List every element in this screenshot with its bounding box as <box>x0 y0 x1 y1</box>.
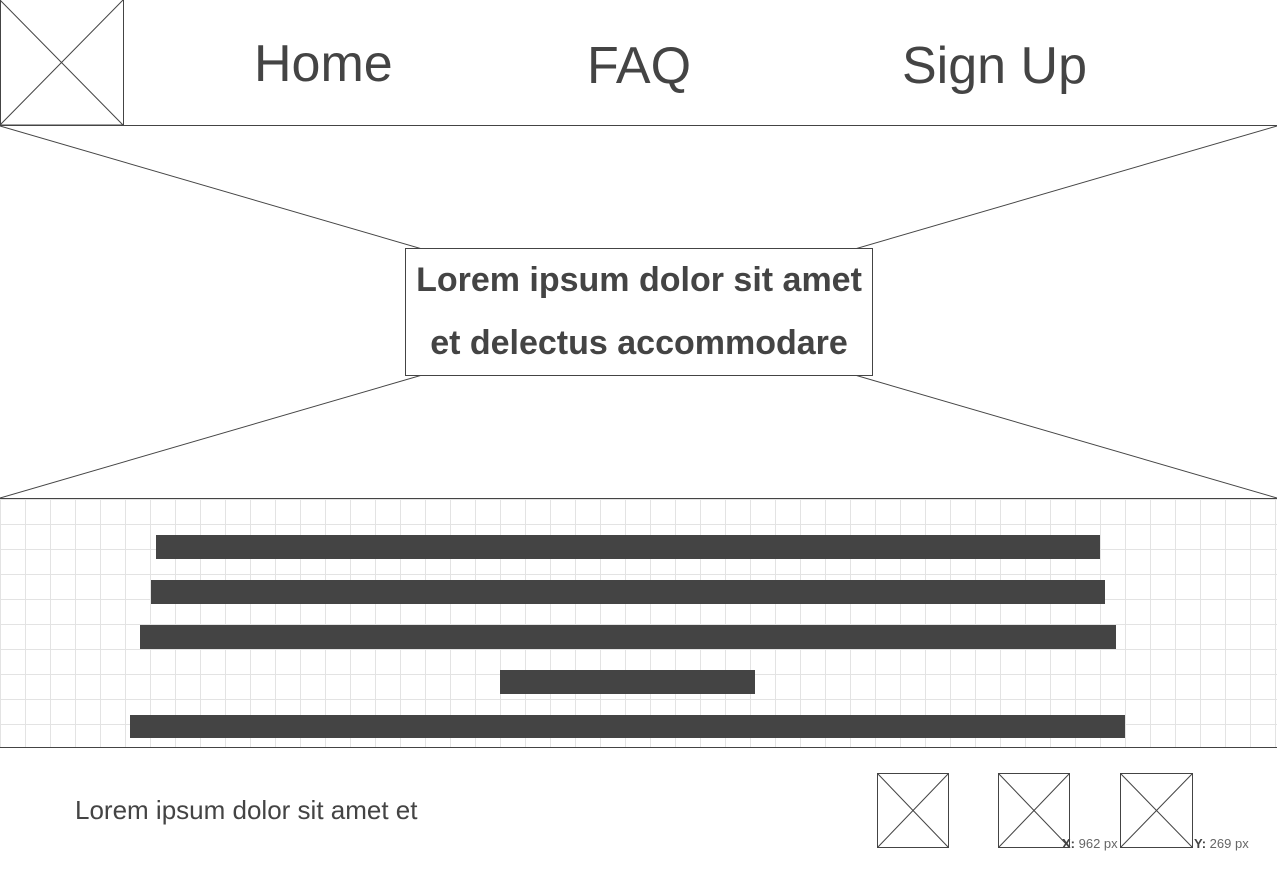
footer-text: Lorem ipsum dolor sit amet et <box>75 795 418 825</box>
text-line-placeholder <box>151 580 1105 604</box>
social-image-placeholder-icon[interactable] <box>998 773 1071 849</box>
footer-divider <box>0 747 1277 748</box>
cursor-y-readout: Y: 269 px <box>1194 836 1249 851</box>
text-line-placeholder <box>140 625 1116 649</box>
text-line-placeholder <box>156 535 1100 559</box>
cursor-y-value: 269 px <box>1209 836 1249 851</box>
nav-faq-link[interactable]: FAQ <box>587 37 692 95</box>
logo-placeholder-icon[interactable] <box>0 0 125 127</box>
text-line-placeholder <box>500 670 755 694</box>
cursor-y-label: Y: <box>1194 836 1207 851</box>
hero-headline-line-1: Lorem ipsum dolor sit amet <box>416 261 862 299</box>
social-image-placeholder-icon[interactable] <box>877 773 950 849</box>
text-block-area <box>0 499 1277 747</box>
nav-home-link[interactable]: Home <box>254 35 393 93</box>
cursor-x-label: X: <box>1062 836 1075 851</box>
nav-signup-link[interactable]: Sign Up <box>902 37 1087 95</box>
cursor-x-value: 962 px <box>1078 836 1118 851</box>
text-line-placeholder <box>130 715 1125 738</box>
hero-headline: Lorem ipsum dolor sit amet et delectus a… <box>405 248 873 376</box>
cursor-x-readout: X: 962 px <box>1062 836 1118 851</box>
social-image-placeholder-icon[interactable] <box>1120 773 1194 849</box>
hero-headline-line-2: et delectus accommodare <box>430 324 848 362</box>
